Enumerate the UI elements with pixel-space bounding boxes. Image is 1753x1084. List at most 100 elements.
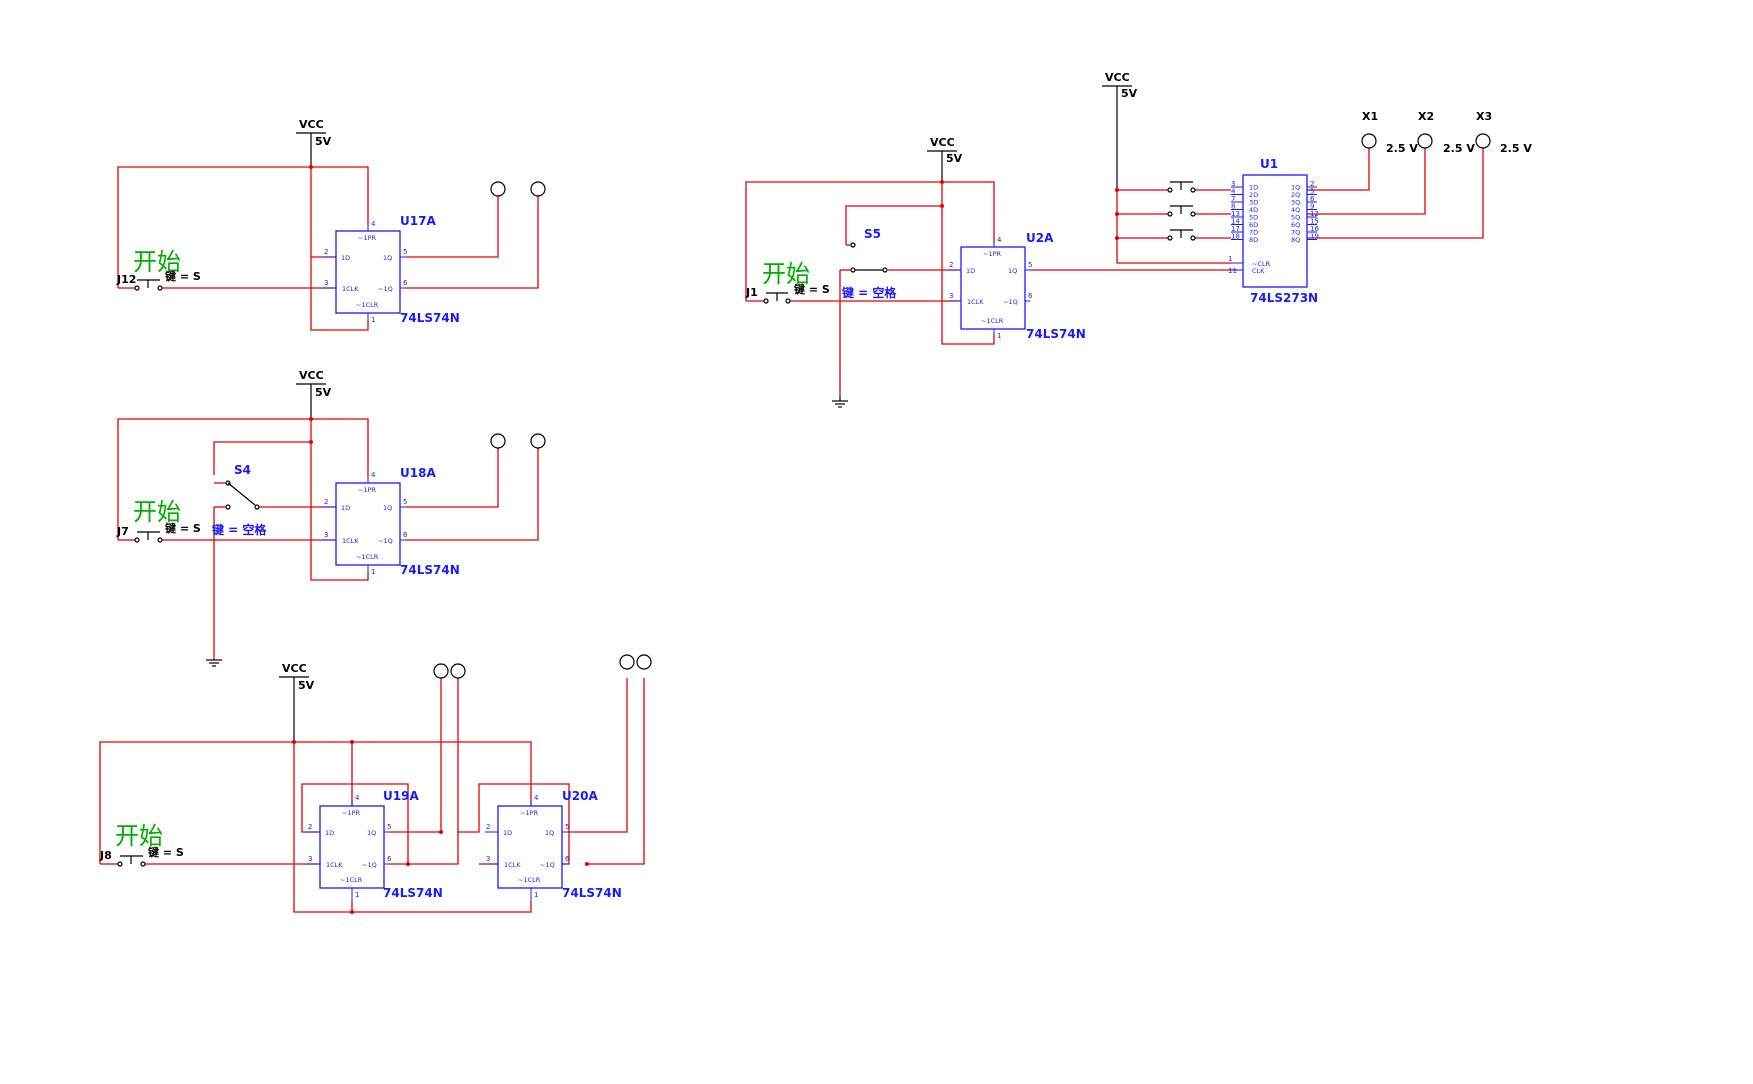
pin-number: 12 (1310, 210, 1319, 218)
pin-number: 5 (403, 498, 407, 506)
pin-label: 1Q (1291, 184, 1300, 192)
pin-number: 3 (324, 531, 328, 539)
pin-number: 3 (486, 855, 490, 863)
pin-number: 1 (371, 316, 375, 324)
pin-number: 3 (949, 292, 953, 300)
pin-number: 6 (403, 531, 408, 539)
vcc-symbol[interactable]: VCC 5V (279, 662, 315, 742)
flip-flop-u19a[interactable]: ~1PR 1D 1Q 1CLK ~1Q ~1CLR 4 2 5 3 6 1 U1… (307, 789, 443, 902)
switch-ref: J8 (99, 849, 112, 862)
pin-label: 4Q (1291, 206, 1300, 214)
switch-ref: J1 (745, 286, 758, 299)
pin-number: 6 (1028, 292, 1033, 300)
pin-number: 4 (1231, 188, 1236, 196)
pushbutton-switch-j7[interactable]: 开始 J7 键 = S (116, 498, 201, 543)
pin-number: 1 (1228, 255, 1232, 263)
pin-number: 11 (1228, 267, 1237, 275)
pin-label: 2Q (1291, 191, 1300, 199)
junction-dot (309, 417, 313, 421)
flip-flop-u20a[interactable]: ~1PR 1D 1Q 1CLK ~1Q ~1CLR 4 2 5 3 6 1 U2… (485, 789, 622, 902)
probe-icon[interactable] (636, 654, 652, 670)
junction-dot (1115, 212, 1119, 216)
switch-key: 键 = 空格 (211, 522, 267, 537)
pin-label: 1D (341, 504, 350, 512)
pin-label: 1Q (545, 829, 554, 837)
switch-ref: J7 (116, 525, 129, 538)
pushbutton-switch-j8[interactable]: 开始 J8 键 = S (99, 822, 184, 867)
chip-ref: U18A (400, 466, 436, 480)
circuit-2: VCC 5V S4 (116, 369, 546, 667)
pin-number: 4 (534, 794, 539, 802)
pin-number: 4 (371, 471, 376, 479)
pin-label: 6D (1249, 221, 1258, 229)
pin-number: 2 (1310, 180, 1314, 188)
vcc-label: VCC (299, 118, 324, 131)
pin-label: 8Q (1291, 236, 1300, 244)
probe-icon[interactable] (619, 654, 635, 670)
junction-dot (309, 440, 313, 444)
chip-ref: U2A (1026, 231, 1054, 245)
pin-number: 3 (1231, 180, 1235, 188)
chip-ref: U17A (400, 214, 436, 228)
dip-switch[interactable] (1167, 205, 1196, 217)
pin-label: 1D (325, 829, 334, 837)
spdt-switch-s5[interactable]: S5 键 = 空格 (840, 227, 897, 300)
pin-number: 8 (1231, 203, 1235, 211)
flip-flop-u18a[interactable]: ~1PR 1D 1Q 1CLK ~1Q ~1CLR 4 2 5 3 6 1 U1… (323, 466, 460, 577)
pin-number: 6 (387, 855, 392, 863)
pin-label: 1CLK (967, 298, 984, 306)
probe-x2[interactable]: X2 2.5 V (1417, 110, 1475, 155)
pin-label: ~1PR (342, 809, 361, 817)
probe-x3[interactable]: X3 2.5 V (1475, 110, 1532, 155)
pin-number: 4 (997, 236, 1002, 244)
dip-switch[interactable] (1167, 181, 1196, 193)
pin-number: 2 (308, 823, 312, 831)
pushbutton-switch-j1[interactable]: 开始 J1 键 = S (745, 260, 830, 304)
pin-number: 14 (1231, 218, 1240, 226)
probe-icon[interactable] (433, 663, 449, 679)
flip-flop-u2a[interactable]: ~1PR 1D 1Q 1CLK ~1Q ~1CLR 4 2 5 3 6 1 U2… (948, 231, 1086, 341)
probe-icon[interactable] (530, 433, 546, 449)
pin-number: 7 (1231, 195, 1235, 203)
vcc-symbol[interactable]: VCC 5V (296, 369, 332, 419)
pin-number: 1 (534, 891, 538, 899)
chip-model: 74LS74N (562, 886, 622, 900)
pin-label: ~1CLR (340, 876, 363, 884)
vcc-value: 5V (298, 679, 315, 692)
pin-number: 5 (1310, 188, 1314, 196)
pin-label: 1CLK (342, 285, 359, 293)
pin-label: 1Q (367, 829, 376, 837)
junction-dot (406, 862, 410, 866)
probe-icon[interactable] (490, 433, 506, 449)
probe-icon[interactable] (490, 181, 506, 197)
start-label: 开始 (133, 498, 181, 526)
vcc-symbol[interactable]: VCC 5V (1102, 71, 1138, 190)
pin-number: 17 (1231, 225, 1240, 233)
pin-label: ~1CLR (518, 876, 541, 884)
vcc-symbol[interactable]: VCC 5V (927, 136, 963, 182)
flip-flop-u17a[interactable]: ~1PR 1D 1Q 1CLK ~1Q ~1CLR 4 2 5 3 6 1 U1… (323, 214, 460, 325)
probe-icon[interactable] (530, 181, 546, 197)
circuit-4: VCC 5V VCC 5V (745, 71, 1532, 408)
pin-label: ~1CLR (356, 553, 379, 561)
junction-dot (585, 862, 589, 866)
probe-icon[interactable] (450, 663, 466, 679)
pin-number: 3 (324, 279, 328, 287)
pin-label: ~1PR (520, 809, 539, 817)
probe-x1[interactable]: X1 2.5 V (1361, 110, 1418, 155)
start-label: 开始 (115, 822, 163, 850)
spdt-switch-s4[interactable]: S4 键 = 空格 (211, 463, 267, 537)
vcc-value: 5V (1121, 87, 1138, 100)
vcc-symbol[interactable]: VCC 5V (296, 118, 332, 167)
pin-number: 1 (997, 332, 1001, 340)
pin-number: 9 (1310, 203, 1314, 211)
dip-switch[interactable] (1167, 229, 1196, 241)
pushbutton-switch-j12[interactable]: 开始 J12 键 = S (116, 248, 201, 291)
vcc-value: 5V (315, 135, 332, 148)
probe-value: 2.5 V (1500, 142, 1532, 155)
pin-label: ~1CLR (356, 301, 379, 309)
pin-label: 1D (503, 829, 512, 837)
